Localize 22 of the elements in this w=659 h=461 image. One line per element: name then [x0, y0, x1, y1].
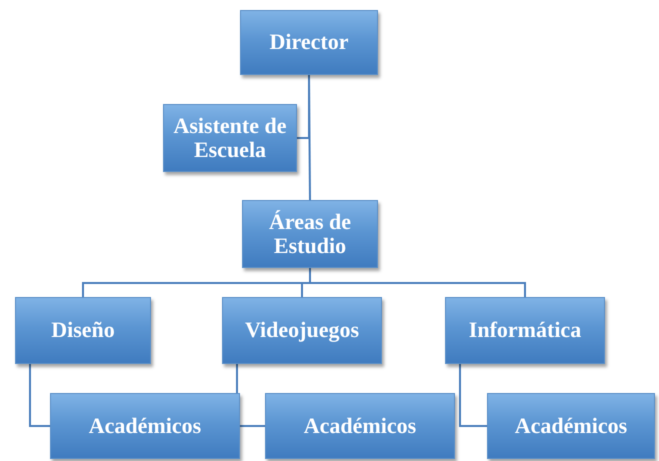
box-label: Académicos [514, 414, 628, 438]
org-box [222, 297, 382, 364]
box-label: Director [270, 30, 348, 55]
box-label: Académicos [304, 414, 416, 438]
connector-line [459, 364, 487, 427]
org-box [445, 297, 605, 364]
org-box [50, 393, 240, 459]
connector-line [308, 75, 311, 200]
box-label: Videojuegos [244, 318, 360, 343]
org-box [265, 393, 455, 459]
connector-line [309, 268, 526, 297]
connector-line [29, 364, 50, 427]
box-label: Diseño [51, 318, 115, 343]
box-label: Académicos [88, 414, 202, 438]
box-label: Áreas de Estudio [268, 210, 352, 258]
org-box [15, 297, 151, 364]
org-box [240, 10, 378, 75]
box-label: Asistente de Escuela [172, 114, 288, 162]
org-box [487, 393, 655, 459]
org-box [163, 104, 297, 172]
box-label: Informática [468, 318, 582, 343]
org-box [242, 200, 378, 268]
